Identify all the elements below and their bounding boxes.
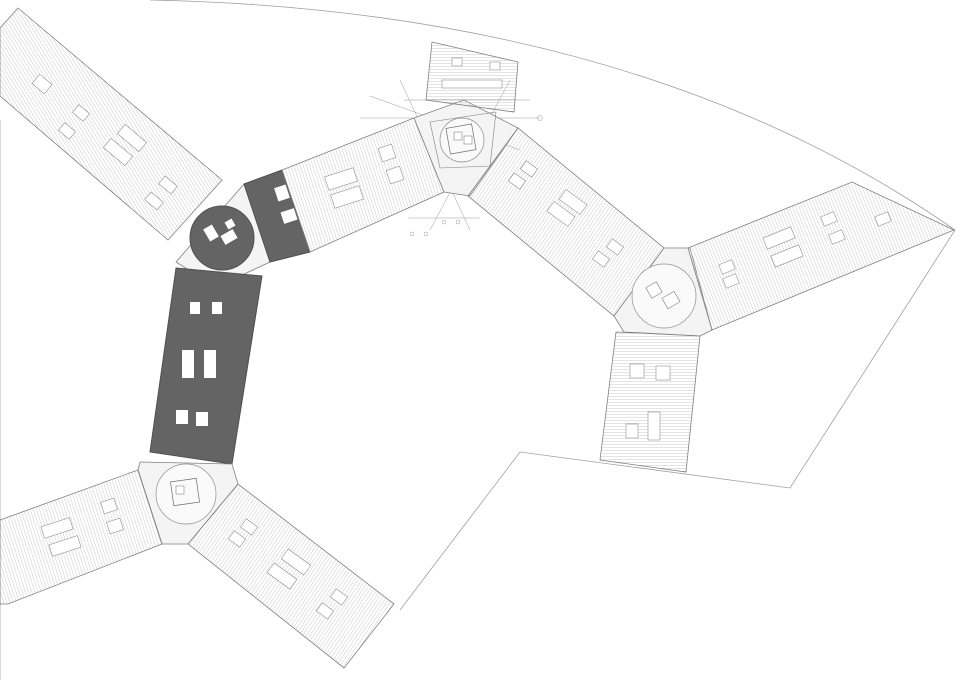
hub-east-core: [631, 263, 697, 329]
wing-south: [187, 483, 395, 669]
wing-south-east: [599, 331, 701, 473]
wing-center-east: [467, 127, 665, 317]
wing-far-east: [687, 181, 955, 331]
wing-north: [425, 41, 519, 113]
site-outer-edge: [399, 229, 956, 611]
wing-south-rooms: [227, 518, 349, 620]
hub-upper-left: [175, 183, 271, 277]
highlighted-room-main-openings: [176, 302, 222, 426]
wing-center-east-rooms: [507, 160, 625, 268]
wing-upper-middle-rooms: [324, 143, 405, 209]
wing-far-east-rooms: [718, 211, 892, 289]
wing-northwest-rooms: [31, 73, 178, 211]
wing-southwest: [0, 469, 163, 605]
hub-east: [613, 247, 713, 337]
hub-top-center: [360, 79, 543, 237]
highlighted-room-main: [149, 267, 263, 465]
wing-northwest: [0, 7, 223, 241]
wing-south-east-rooms: [625, 363, 671, 441]
wing-southwest-rooms: [40, 497, 124, 557]
wing-upper-middle: [281, 117, 445, 253]
hub-lower-left-core: [155, 463, 217, 525]
site-outer-arc: [149, 0, 956, 231]
wing-north-rooms: [441, 57, 503, 89]
